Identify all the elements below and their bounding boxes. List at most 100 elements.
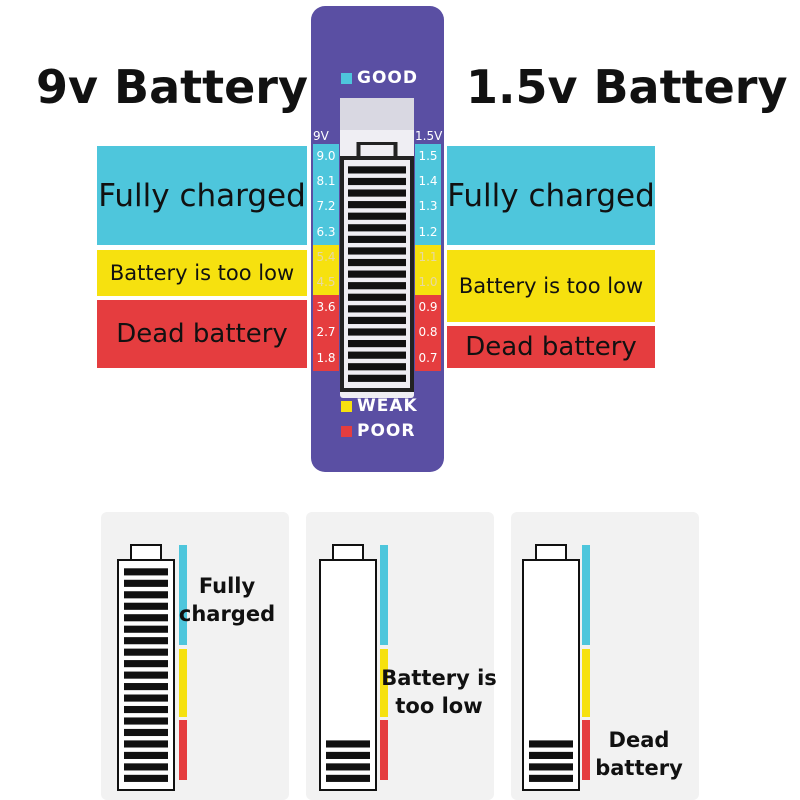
charge-segment <box>124 614 168 622</box>
left-band-too-low: Battery is too low <box>97 250 307 296</box>
card-bar-good <box>179 545 187 645</box>
charge-segment <box>348 177 406 186</box>
battery-dead-icon <box>522 544 580 791</box>
right-band-too-low: Battery is too low <box>447 250 655 322</box>
charge-segment <box>124 774 168 782</box>
charge-segment <box>348 374 406 382</box>
right-band-fully-charged: Fully charged <box>447 146 655 245</box>
charge-segment <box>348 235 406 243</box>
charge-segment <box>348 328 406 336</box>
charge-segment <box>348 270 406 278</box>
card-bar-weak <box>582 649 590 717</box>
poor-swatch-icon <box>341 425 352 437</box>
scale-value: 1.0 <box>415 269 441 296</box>
charge-segment <box>348 282 406 290</box>
scale-value: 0.7 <box>415 345 441 371</box>
right-band-dead: Dead battery <box>447 326 655 368</box>
charge-segment <box>529 774 573 782</box>
charge-segment <box>326 751 370 759</box>
charge-segment <box>348 166 406 174</box>
card-label-too-low: Battery is too low <box>381 666 497 718</box>
charge-segment <box>124 671 168 679</box>
scale-value: 5.4 <box>313 244 339 270</box>
charge-segment <box>124 591 168 599</box>
charge-segment <box>124 660 168 668</box>
weak-swatch-icon <box>341 400 352 412</box>
left-band-dead: Dead battery <box>97 300 307 368</box>
card-bar-weak <box>380 649 388 717</box>
charge-segment <box>348 293 406 301</box>
charge-segment <box>326 763 370 771</box>
legend-good: GOOD <box>341 68 418 88</box>
title-1-5v-battery: 1.5v Battery <box>466 60 788 114</box>
charge-segment <box>348 189 406 197</box>
card-bar-poor <box>380 720 388 780</box>
card-bar-good <box>582 545 590 645</box>
scale-1-5v-header: 1.5V <box>415 129 443 143</box>
card-bar-poor <box>582 720 590 780</box>
charge-segment <box>348 258 406 267</box>
card-label-dead-battery: Dead battery <box>595 728 683 780</box>
scale-value: 1.8 <box>313 345 339 371</box>
charge-segment <box>348 340 406 348</box>
charge-segment <box>124 705 168 714</box>
charge-segment <box>124 740 168 748</box>
scale-value: 1.4 <box>415 169 441 195</box>
charge-segment <box>124 648 168 656</box>
charge-segment <box>529 751 573 759</box>
charge-segment <box>124 625 168 633</box>
charge-segment <box>124 683 168 691</box>
legend-weak: WEAK <box>341 396 418 416</box>
charge-segment <box>348 212 406 220</box>
card-bar-weak <box>179 649 187 717</box>
scale-value: 9.0 <box>313 144 339 170</box>
charge-segment <box>326 740 370 748</box>
card-bar-good <box>380 545 388 645</box>
tester-screen-top <box>340 98 414 130</box>
card-dead-battery: Dead battery <box>511 512 699 800</box>
charge-segment <box>529 763 573 771</box>
charge-segment <box>348 351 406 359</box>
scale-value: 7.2 <box>313 194 339 220</box>
charge-segment <box>348 201 406 209</box>
battery-low-icon <box>319 544 377 791</box>
card-label-fully-charged: Fully charged <box>178 574 276 626</box>
scale-value: 6.3 <box>313 219 339 245</box>
charge-segment <box>348 363 406 371</box>
title-9v-battery: 9v Battery <box>36 60 308 114</box>
charge-segment <box>124 579 168 587</box>
charge-segment <box>124 568 168 576</box>
charge-segment <box>348 224 406 232</box>
tester-battery-gauge-icon <box>340 142 414 392</box>
card-fully-charged: Fully charged <box>101 512 289 800</box>
charge-segment <box>124 717 168 725</box>
scale-value: 1.1 <box>415 244 441 270</box>
charge-segment <box>124 763 168 771</box>
card-bar-poor <box>179 720 187 780</box>
charge-segment <box>124 694 168 702</box>
scale-value: 2.7 <box>313 320 339 346</box>
scale-value: 1.3 <box>415 194 441 220</box>
scale-value: 0.9 <box>415 295 441 321</box>
charge-segment <box>348 316 406 325</box>
scale-value: 3.6 <box>313 295 339 321</box>
battery-full-icon <box>117 544 175 791</box>
scale-value: 4.5 <box>313 269 339 296</box>
charge-segment <box>124 637 168 645</box>
scale-value: 1.2 <box>415 219 441 245</box>
good-swatch-icon <box>341 72 352 84</box>
charge-segment <box>124 751 168 759</box>
charge-segment <box>124 602 168 610</box>
card-too-low: Battery is too low <box>306 512 497 800</box>
legend-poor: POOR <box>341 421 415 441</box>
scale-value: 0.8 <box>415 320 441 346</box>
left-band-fully-charged: Fully charged <box>97 146 307 245</box>
charge-segment <box>348 305 406 313</box>
scale-9v-header: 9V <box>313 129 329 143</box>
charge-segment <box>529 740 573 748</box>
charge-segment <box>124 728 168 737</box>
charge-segment <box>326 774 370 782</box>
